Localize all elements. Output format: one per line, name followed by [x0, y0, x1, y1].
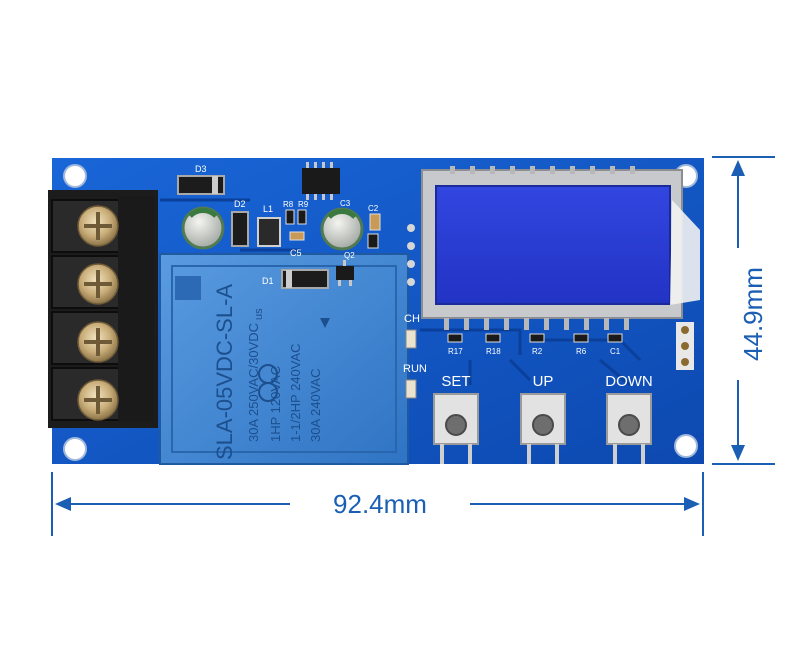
terminal-screw-2 — [77, 263, 119, 305]
lcd-pins-top — [450, 166, 635, 174]
label-d2: D2 — [234, 199, 246, 209]
dimension-height — [712, 156, 775, 465]
up-button[interactable] — [520, 393, 566, 464]
label-set: SET — [441, 373, 470, 390]
diode-d1 — [281, 269, 329, 289]
diode-d2 — [231, 211, 249, 247]
set-button[interactable] — [433, 393, 479, 464]
width-dimension-label: 92.4mm — [333, 489, 427, 519]
label-up: UP — [533, 373, 554, 390]
down-button[interactable] — [606, 393, 652, 464]
label-ch: CH — [404, 313, 420, 325]
label-l1: L1 — [263, 204, 273, 214]
label-r6: R6 — [576, 347, 587, 356]
height-dimension-label: 44.9mm — [738, 267, 768, 361]
ic-chip — [302, 162, 340, 200]
label-d3: D3 — [195, 164, 207, 174]
capacitor-left — [181, 206, 225, 250]
label-q2: Q2 — [344, 251, 355, 260]
smd-resistors — [285, 209, 381, 249]
side-pin-header — [676, 322, 694, 370]
label-c5: C5 — [290, 248, 302, 258]
label-r2: R2 — [532, 347, 543, 356]
terminal-screw-3 — [77, 321, 119, 363]
lcd-display — [421, 169, 700, 319]
relay-cert-us: us — [253, 308, 265, 320]
label-c2: C2 — [368, 204, 379, 213]
header-pins — [407, 224, 415, 286]
led-ch — [405, 329, 417, 349]
led-run — [405, 379, 417, 399]
relay-rating-line-1: 30A 250VAC/30VDC — [246, 323, 261, 442]
mounting-hole-top-left — [63, 164, 87, 188]
pcb-traces — [160, 198, 642, 387]
mounting-hole-bottom-left — [63, 437, 87, 461]
label-r9: R9 — [298, 200, 309, 209]
label-r17: R17 — [448, 347, 463, 356]
relay-rating-line-3: 1-1/2HP 240VAC — [288, 343, 303, 442]
terminal-screw-1 — [77, 205, 119, 247]
transistor-q2 — [336, 260, 354, 286]
dimension-width — [51, 472, 704, 536]
lcd-pins-bottom — [444, 318, 629, 330]
resistor-row — [447, 333, 623, 343]
mounting-hole-bottom-right — [674, 434, 698, 458]
label-d1: D1 — [262, 276, 274, 286]
diode-d3 — [177, 175, 225, 195]
relay-model-text: SLA-05VDC-SL-A — [212, 284, 237, 460]
label-r8: R8 — [283, 200, 294, 209]
capacitor-right — [320, 207, 364, 251]
label-c3: C3 — [340, 199, 351, 208]
label-down: DOWN — [605, 373, 653, 390]
relay-label-group: SLA-05VDC-SL-A 30A 250VAC/30VDC 1HP 120V… — [212, 284, 323, 460]
inductor-l1 — [257, 217, 281, 247]
terminal-screw-4 — [77, 379, 119, 421]
label-c1: C1 — [610, 347, 621, 356]
label-r18: R18 — [486, 347, 501, 356]
relay-cert-logo-icon — [258, 318, 330, 402]
relay-rating-line-4: 30A 240VAC — [308, 369, 323, 442]
label-run: RUN — [403, 363, 427, 375]
